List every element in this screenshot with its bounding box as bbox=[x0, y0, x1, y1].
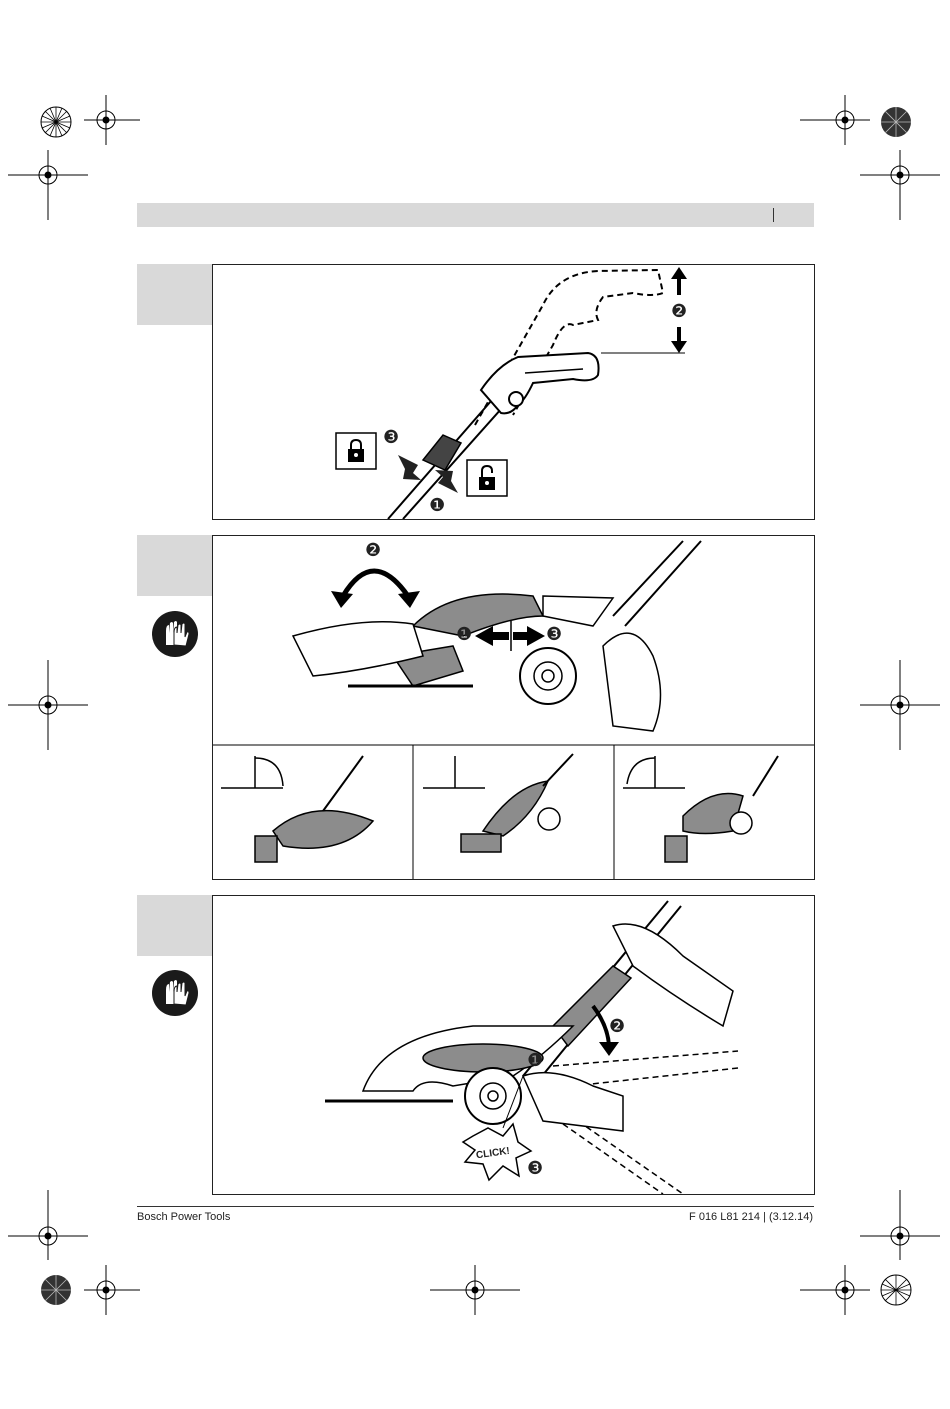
crosshair-mark bbox=[8, 150, 88, 220]
figure-tab-1 bbox=[137, 264, 212, 325]
figure-tab-3 bbox=[137, 895, 212, 956]
registration-mark-top-right bbox=[870, 100, 930, 150]
gloves-icon bbox=[152, 970, 198, 1016]
step-marker-3: ❸ bbox=[546, 624, 562, 645]
crosshair-mark bbox=[430, 1265, 520, 1315]
footer-publisher: Bosch Power Tools bbox=[137, 1211, 230, 1223]
figure-tab-2 bbox=[137, 535, 212, 596]
step-marker-1: ❶ bbox=[527, 1050, 543, 1071]
lock-open-icon bbox=[477, 465, 497, 491]
lock-closed-icon bbox=[346, 439, 366, 463]
crosshair-mark bbox=[800, 1265, 870, 1315]
figure-blade-angle: ❷ ❶ ❸ bbox=[212, 535, 815, 880]
footer-rule bbox=[137, 1206, 814, 1207]
footer-doc-ref: F 016 L81 214 | (3.12.14) bbox=[689, 1211, 813, 1223]
step-marker-1: ❶ bbox=[429, 495, 445, 516]
step-marker-1: ❶ bbox=[456, 624, 472, 645]
header-bar bbox=[137, 203, 814, 227]
step-marker-2: ❷ bbox=[671, 301, 687, 322]
step-marker-3: ❸ bbox=[527, 1158, 543, 1179]
step-marker-2: ❷ bbox=[365, 540, 381, 561]
registration-mark-bottom-right bbox=[870, 1268, 930, 1318]
figure-handle-adjustment: ❷ ❸ ❶ bbox=[212, 264, 815, 520]
crosshair-mark bbox=[8, 660, 88, 750]
registration-mark-bottom-left bbox=[30, 1268, 90, 1318]
crosshair-mark bbox=[82, 1265, 142, 1315]
step-marker-2: ❷ bbox=[609, 1016, 625, 1037]
crosshair-mark bbox=[800, 95, 870, 145]
header-divider bbox=[773, 208, 774, 222]
crosshair-mark bbox=[860, 660, 940, 750]
crosshair-mark bbox=[860, 1190, 940, 1260]
crosshair-mark bbox=[860, 150, 940, 220]
gloves-icon bbox=[152, 611, 198, 657]
crosshair-mark bbox=[82, 95, 142, 145]
crosshair-mark bbox=[8, 1190, 88, 1260]
registration-mark-top-left bbox=[30, 100, 90, 150]
figure-blade-lock: CLICK! ❶ ❷ ❸ bbox=[212, 895, 815, 1195]
step-marker-3: ❸ bbox=[383, 427, 399, 448]
